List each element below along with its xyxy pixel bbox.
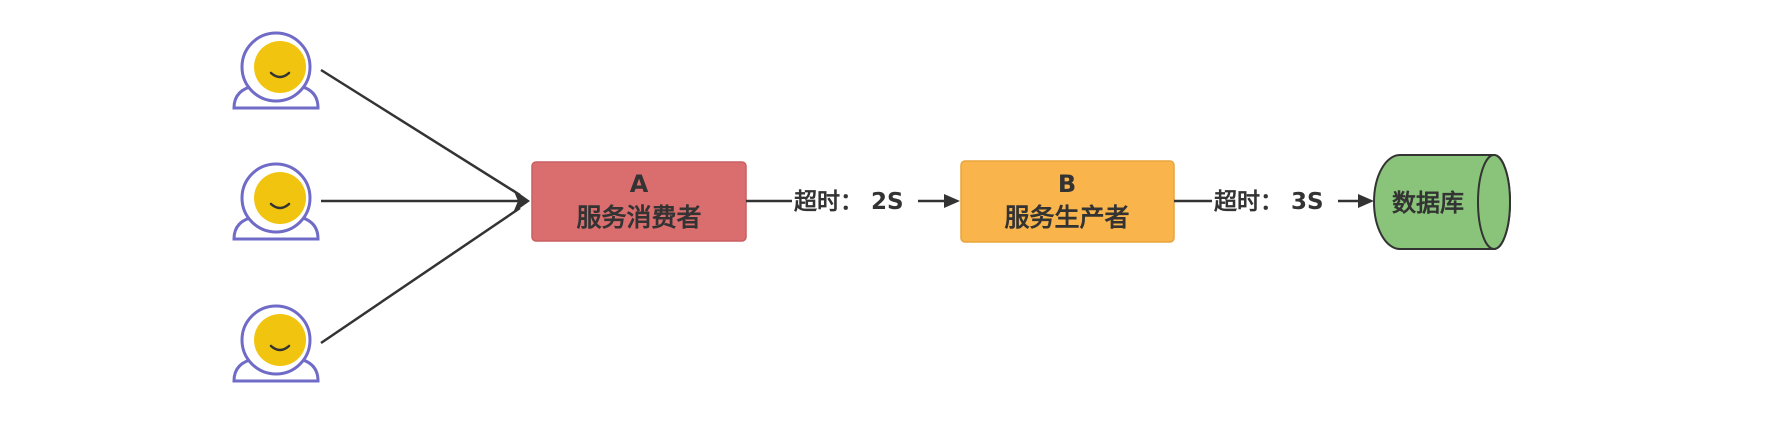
edge-a-to-b-label: 超时： 2S — [794, 189, 904, 215]
edge-user3-to-a — [320, 206, 521, 345]
arrowhead-into-db — [1358, 194, 1374, 208]
user-avatar-icon — [232, 31, 320, 110]
node-database: 数据库 — [1373, 154, 1511, 250]
node-b-name: 服务生产者 — [1004, 203, 1129, 232]
node-service-b: B 服务生产者 — [960, 160, 1175, 243]
user-avatar-icon — [232, 162, 320, 241]
node-a-letter: A — [630, 170, 649, 198]
node-a-name: 服务消费者 — [576, 203, 701, 232]
node-service-a: A 服务消费者 — [531, 161, 747, 242]
edge-b-to-db-label: 超时： 3S — [1214, 189, 1324, 215]
database-label: 数据库 — [1392, 189, 1464, 217]
arrowhead-into-b — [944, 194, 960, 208]
database-cylinder-end — [1477, 154, 1511, 250]
arrowhead-into-a — [513, 189, 530, 213]
edge-user1-to-a — [320, 68, 521, 197]
node-b-letter: B — [1058, 170, 1076, 198]
user-avatar-icon — [232, 304, 320, 383]
